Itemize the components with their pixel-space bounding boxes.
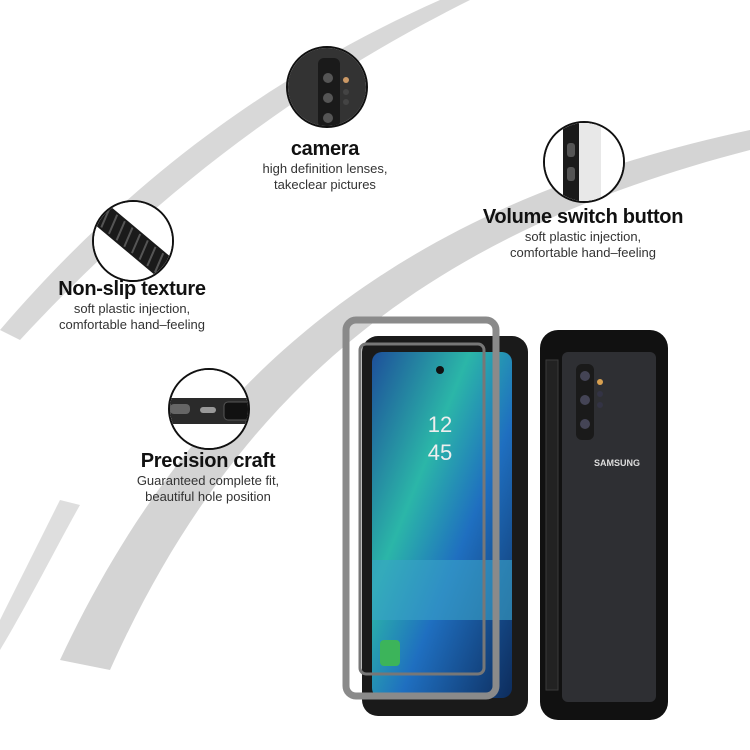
camera-closeup-icon [286,46,368,128]
brand-logo: SAMSUNG [594,458,640,468]
feature-line: beautiful hole position [145,489,271,504]
feature-line: soft plastic injection, [524,229,642,244]
feature-line: comfortable hand–feeling [510,245,656,260]
swoosh-lower [60,130,750,670]
feature-line: takeclear pictures [274,177,376,192]
clock-hour: 12 [428,412,452,437]
feature-line: Guaranteed complete fit, [136,473,280,488]
feature-line: soft plastic injection, [73,301,191,316]
port-closeup-icon [168,368,250,450]
feature-title: Precision craft [140,450,276,472]
feature-volume: Volume switch button soft plastic inject… [463,206,703,261]
feature-title: Volume switch button [482,206,684,228]
front-phone: 12 45 [342,316,528,716]
feature-title: Non-slip texture [58,278,206,300]
swoosh-small [0,500,80,650]
feature-camera: camera high definition lenses, takeclear… [225,138,425,193]
screen-protector-frame [342,316,500,700]
swoosh-upper [0,0,470,340]
feature-line: comfortable hand–feeling [59,317,205,332]
feature-line: high definition lenses, [262,161,388,176]
texture-closeup-icon [92,200,174,282]
feature-precision: Precision craft Guaranteed complete fit,… [98,450,318,505]
feature-title: camera [290,138,360,160]
back-phone: SAMSUNG [540,330,668,720]
clock-minute: 45 [428,440,452,465]
feature-texture: Non-slip texture soft plastic injection,… [22,278,242,333]
volume-button-closeup-icon [543,121,625,203]
